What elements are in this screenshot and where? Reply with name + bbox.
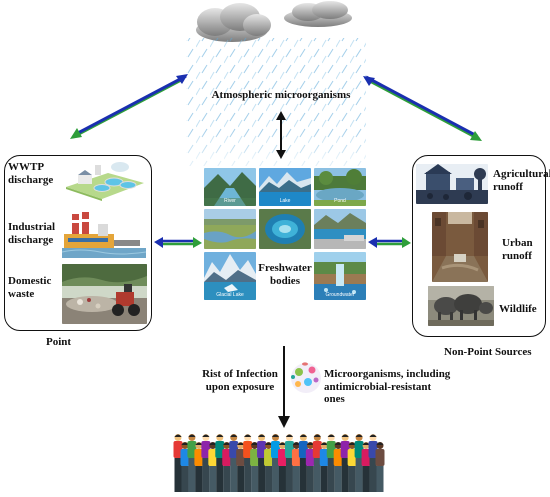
industrial-discharge-label: Industrial discharge [8,221,56,246]
person-figure [375,442,385,492]
arrow-atmosphere-to-point [70,74,188,139]
atmospheric-microorganisms-label: Atmospheric microorganisms [211,89,351,101]
tile-caption: Pond [334,198,346,204]
person-figure [298,434,308,492]
person-figure [368,434,378,492]
arrow-atmosphere-to-nonpoint [363,75,482,141]
wildlife-label: Wildlife [499,303,537,315]
freshwater-tile-river: River [204,168,256,206]
freshwater-tile-glacial-lake: Glacial Lake [204,252,256,300]
person-figure [277,442,287,492]
agricultural-runoff-label: Agricultural runoff [493,168,550,193]
domestic-waste-photo [62,264,147,324]
person-figure [243,434,253,492]
arrow-point-to-freshwater [154,237,202,248]
domestic-waste-label: Domestic waste [8,275,52,300]
person-figure [180,442,190,492]
person-figure [229,434,239,492]
freshwater-tile-wetland [204,209,256,249]
person-figure [215,434,225,492]
person-figure [173,434,183,492]
person-figure [326,434,336,492]
microorganisms-label: Microorganisms, including antimicrobial-… [324,368,451,406]
person-figure [354,434,364,492]
person-figure [236,442,246,492]
freshwater-tile-pond: Pond [314,168,366,206]
infection-risk-label: Rist of Infection upon exposure [202,368,278,393]
arrow-nonpoint-to-freshwater [368,237,411,248]
wildlife-photo [428,286,494,326]
person-figure [284,434,294,492]
urban-runoff-label: Urban runoff [502,237,533,262]
person-figure [340,434,350,492]
person-figure [305,442,315,492]
freshwater-tile-groundwater: Groundwater [314,252,366,300]
person-figure [291,442,301,492]
tile-caption: Glacial Lake [216,292,244,298]
wwtp-discharge-label: WWTP discharge [8,161,54,186]
cloud-left-icon [196,3,271,42]
tile-caption: Groundwater [325,292,355,298]
microorganisms-icon [291,362,321,393]
person-figure [208,442,218,492]
person-figure [333,442,343,492]
person-figure [264,442,274,492]
freshwater-tile-spring [259,209,311,249]
arrow-to-people [278,346,290,428]
person-figure [312,434,322,492]
freshwater-tile-reservoir [314,209,366,249]
urban-runoff-photo [432,212,488,282]
agricultural-runoff-illustration [416,164,488,204]
non-point-sources-caption: Non-Point Sources [444,346,532,358]
arrow-atmosphere-freshwater [276,111,286,159]
person-figure [201,434,211,492]
person-figure [194,442,204,492]
person-figure [319,442,329,492]
freshwater-tile-lake: Lake [259,168,311,206]
wwtp-illustration [62,157,147,201]
person-figure [222,442,232,492]
industrial-illustration [60,210,148,262]
tile-caption: River [224,198,236,204]
person-figure [347,442,357,492]
people-crowd-icon [173,434,385,492]
person-figure [187,434,197,492]
tile-caption: Lake [279,198,291,204]
freshwater-bodies-label: Freshwater bodies [258,262,312,287]
person-figure [361,442,371,492]
person-figure [257,434,267,492]
person-figure [250,442,260,492]
point-caption: Point [46,336,72,348]
cloud-right-icon [284,1,352,27]
person-figure [271,434,281,492]
